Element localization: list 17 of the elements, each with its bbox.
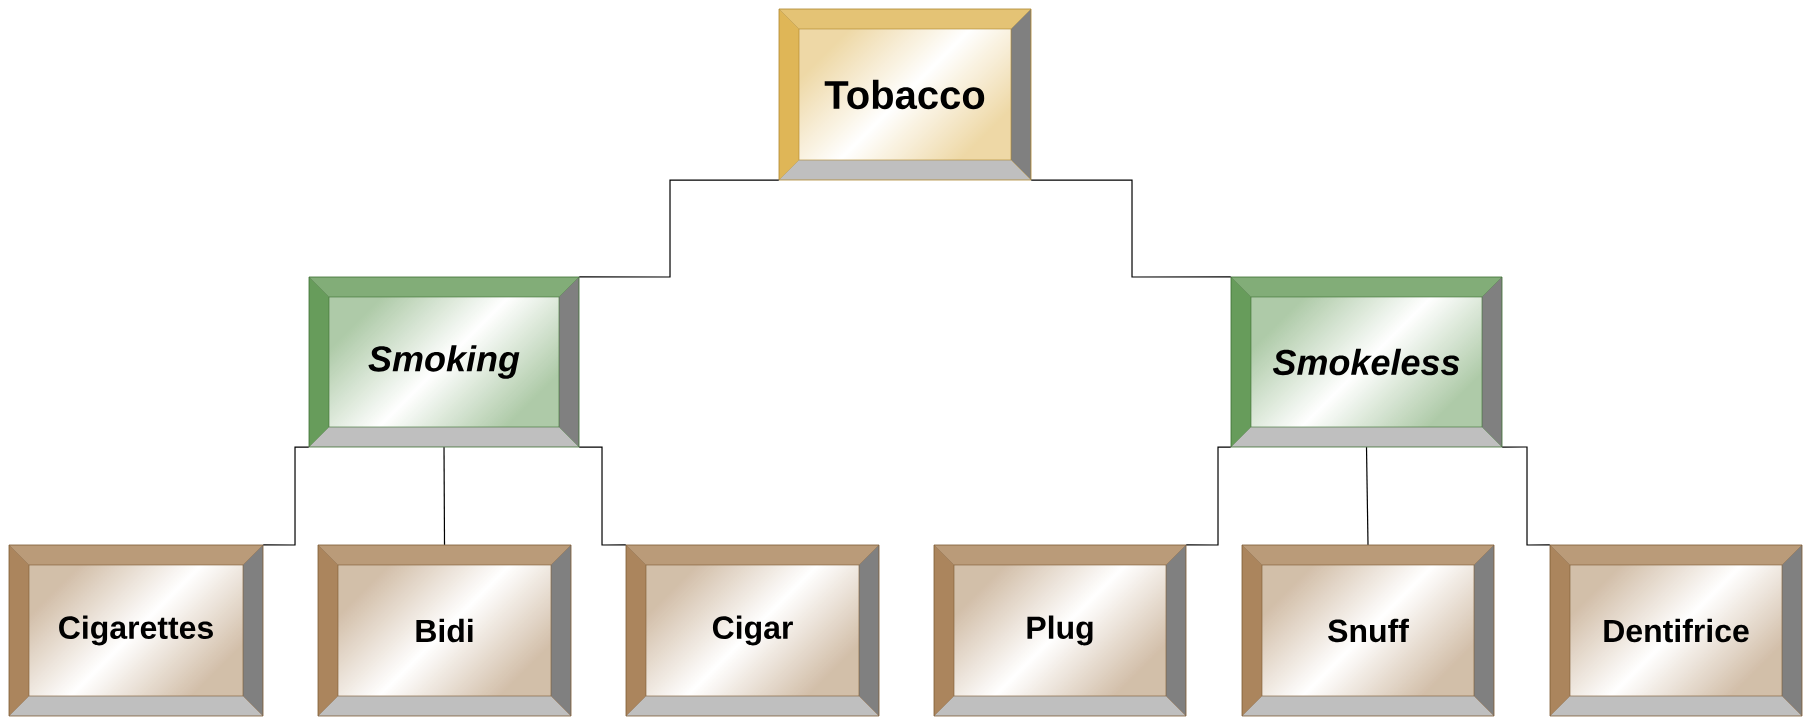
category-box: Smoking: [308, 276, 580, 448]
connector-line: [262, 446, 310, 546]
category-box: Plug: [933, 544, 1187, 717]
category-box: Cigar: [625, 544, 880, 717]
category-box: Cigarettes: [8, 544, 264, 717]
category-box: Bidi: [317, 544, 572, 717]
connector-line: [1501, 446, 1551, 546]
category-box: Tobacco: [778, 8, 1032, 181]
category-box: Dentifrice: [1549, 544, 1803, 717]
category-box: Snuff: [1241, 544, 1495, 717]
connector-line: [1365, 446, 1369, 546]
connector-line: [1030, 179, 1232, 278]
connector-line: [578, 179, 780, 278]
category-box: Smokeless: [1230, 276, 1503, 448]
connector-line: [1185, 446, 1232, 546]
connector-line: [578, 446, 627, 546]
connector-line: [443, 446, 446, 546]
